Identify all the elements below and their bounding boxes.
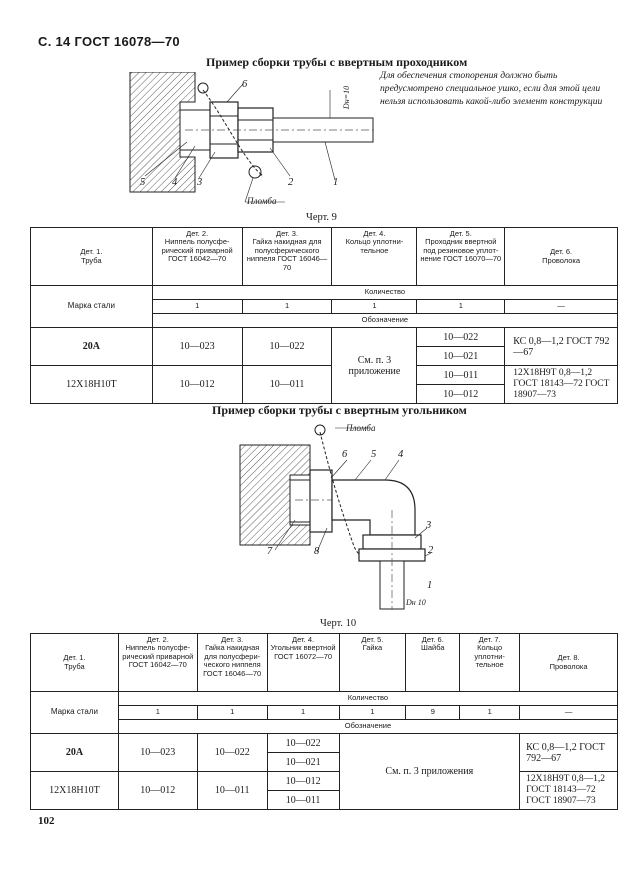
page-header: С. 14 ГОСТ 16078—70	[38, 34, 180, 49]
t1-row-steel: 20А	[30, 327, 153, 366]
t2-qty-cell: 1	[459, 705, 521, 720]
t1-qty-cell: 1	[151, 299, 243, 314]
t2-header-7: Дет. 7.Кольцо уплотни-тельное	[459, 633, 521, 692]
t1-row-cell: 10—011	[241, 365, 333, 404]
t1-row-cell: 10—011	[416, 365, 506, 385]
t1-row-cell: 10—022	[416, 327, 506, 347]
t2-qty-cell: 1	[196, 705, 268, 720]
t2-merged-567: См. п. 3 приложения	[338, 733, 521, 810]
t1-row-steel: 12Х18Н10Т	[30, 365, 153, 404]
t2-header-1: Дет. 1.Труба	[30, 633, 119, 692]
figure-9-drawing	[129, 72, 375, 203]
t1-row-wire: 12Х18Н9Т 0,8—1,2 ГОСТ 18143—72 ГОСТ 1890…	[504, 365, 618, 404]
t1-header-2: Дет. 2.Ниппель полусфе-рический приварно…	[151, 227, 243, 286]
table-figure-9: Дет. 1.Труба Дет. 2.Ниппель полусфе-риче…	[30, 227, 619, 404]
t1-row-cell: 10—012	[416, 384, 506, 404]
t2-designation-label: Обозначение	[117, 719, 619, 734]
t2-row-cell: 10—011	[196, 771, 268, 810]
t2-header-3: Дет. 3.Гайка накидная для полусфери-ческ…	[196, 633, 268, 692]
t2-header-5: Дет. 5.Гайка	[338, 633, 407, 692]
section2-title: Пример сборки трубы с ввертным угольнико…	[212, 403, 467, 417]
t1-header-6: Дет. 6.Проволока	[504, 227, 618, 286]
t2-qty-cell: 1	[117, 705, 198, 720]
callout-1: 1	[333, 177, 339, 188]
t2-header-8: Дет. 8.Проволока	[519, 633, 618, 692]
t2-row-cell: 10—022	[266, 733, 340, 753]
t2-row-wire: 12Х18Н9Т 0,8—1,2 ГОСТ 18143—72 ГОСТ 1890…	[519, 771, 618, 810]
t1-header-1: Дет. 1.Труба	[30, 227, 153, 286]
t2-row-steel: 20А	[30, 733, 119, 772]
callout-7: 7	[267, 546, 273, 557]
t1-qty-cell: 1	[416, 299, 506, 314]
callout-1: 1	[427, 580, 433, 591]
t2-header-4: Дет. 4.Угольник ввертной ГОСТ 16072—70	[266, 633, 340, 692]
t2-header-6: Дет. 6.Шайба	[405, 633, 461, 692]
t2-row-cell: 10—023	[117, 733, 198, 772]
t1-qty-cell: —	[504, 299, 618, 314]
t1-row-cell: 10—021	[416, 346, 506, 366]
callout-2: 2	[288, 177, 294, 188]
t2-row-cell: 10—012	[117, 771, 198, 810]
t1-header-4: Дет. 4.Кольцо уплотни-тельное	[331, 227, 418, 286]
t1-qty-cell: 1	[331, 299, 418, 314]
t1-qty-label: Количество	[151, 285, 619, 300]
callout-6: 6	[242, 79, 248, 90]
t2-qty-label: Количество	[117, 691, 619, 706]
t1-row-cell: 10—012	[151, 365, 243, 404]
section1-note: Для обеспечения стопорения должно быть п…	[380, 70, 603, 107]
t2-qty-cell: —	[519, 705, 618, 720]
diameter-label: Dн=10	[342, 85, 352, 110]
t1-header-5: Дет. 5.Проходник ввертной под резиновое …	[416, 227, 506, 286]
t2-qty-cell: 9	[405, 705, 461, 720]
section1-title: Пример сборки трубы с ввертным проходник…	[206, 55, 468, 69]
t1-steel-grade-label: Марка стали	[30, 285, 153, 328]
t2-steel-grade-label: Марка стали	[30, 691, 119, 734]
t2-row-cell: 10—011	[266, 790, 340, 810]
t1-row-cell: 10—023	[151, 327, 243, 366]
t1-row-cell: 10—022	[241, 327, 333, 366]
diameter-label: Dн 10	[406, 598, 426, 607]
t2-row-wire: КС 0,8—1,2 ГОСТ 792—67	[519, 733, 618, 772]
figure-9-caption: Черт. 9	[306, 212, 337, 223]
figure-10-drawing	[239, 424, 432, 610]
t1-merged-d4: См. п. 3 приложение	[331, 327, 418, 404]
t2-row-steel: 12Х18Н10Т	[30, 771, 119, 810]
callout-4: 4	[172, 177, 178, 188]
t2-row-cell: 10—022	[196, 733, 268, 772]
callout-3: 3	[197, 177, 203, 188]
t1-header-3: Дет. 3.Гайка накидная для полусферическо…	[241, 227, 333, 286]
t2-qty-cell: 1	[266, 705, 340, 720]
callout-8: 8	[314, 546, 320, 557]
t2-row-cell: 10—012	[266, 771, 340, 791]
page-number: 102	[38, 815, 55, 827]
callout-6: 6	[342, 449, 348, 460]
callout-2: 2	[428, 545, 434, 556]
t1-designation-label: Обозначение	[151, 313, 619, 328]
callout-3: 3	[426, 520, 432, 531]
seal-label: Пломба	[346, 423, 376, 433]
t2-header-2: Дет. 2.Ниппель полусфе-рический приварно…	[117, 633, 198, 692]
seal-label: Пломба	[247, 196, 277, 206]
callout-5: 5	[371, 449, 377, 460]
callout-5: 5	[140, 177, 146, 188]
t2-qty-cell: 1	[338, 705, 407, 720]
t1-row-wire: КС 0,8—1,2 ГОСТ 792—67	[504, 327, 618, 366]
figure-10-caption: Черт. 10	[320, 618, 357, 629]
callout-4: 4	[398, 449, 404, 460]
table-figure-10: Дет. 1.Труба Дет. 2.Ниппель полусфе-риче…	[30, 633, 619, 810]
t2-row-cell: 10—021	[266, 752, 340, 772]
t1-qty-cell: 1	[241, 299, 333, 314]
